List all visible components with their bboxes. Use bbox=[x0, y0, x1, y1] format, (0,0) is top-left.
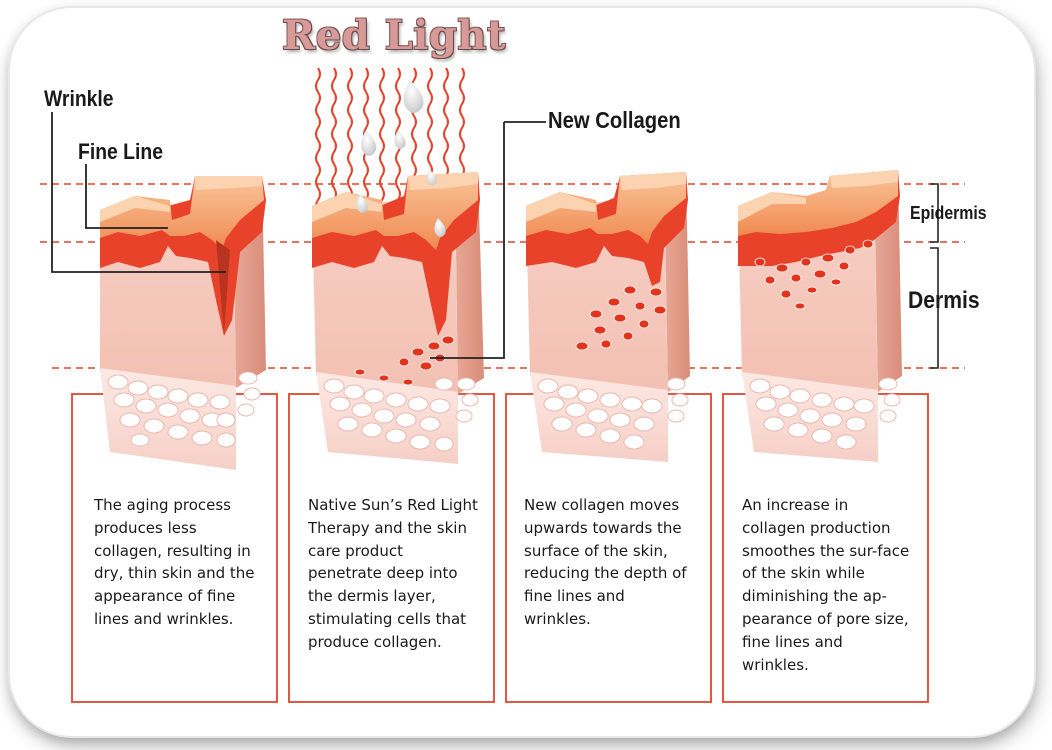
wrinkle-label: Wrinkle bbox=[44, 86, 114, 111]
dermis-bracket bbox=[930, 247, 939, 369]
epidermis-label: Epidermis bbox=[910, 203, 987, 223]
dermis-label: Dermis bbox=[908, 287, 980, 314]
caption-smooth-skin: An increase in collagen production smoot… bbox=[742, 496, 910, 674]
caption-aging: The aging process produces less collagen… bbox=[94, 496, 255, 628]
layer-brackets bbox=[930, 183, 939, 369]
leader-lines bbox=[51, 112, 546, 359]
new-collagen-leader bbox=[430, 121, 546, 359]
new-collagen-label: New Collagen bbox=[548, 107, 681, 133]
red-light-title: Red Light bbox=[282, 12, 506, 59]
skin-block-smooth bbox=[738, 170, 902, 462]
fine-line-label: Fine Line bbox=[78, 139, 163, 164]
skin-block-aging bbox=[100, 176, 266, 470]
skin-block-treatment bbox=[312, 80, 484, 464]
caption-collagen-rising: New collagen moves upwards towards the s… bbox=[524, 496, 687, 628]
epidermis-bracket bbox=[930, 183, 939, 243]
caption-treatment: Native Sun’s Red Light Therapy and the s… bbox=[308, 496, 478, 651]
skin-block-collagen-rising bbox=[526, 172, 690, 462]
product-droplets bbox=[356, 80, 446, 237]
wrinkle-leader bbox=[51, 112, 226, 273]
fine-line-leader bbox=[85, 164, 168, 229]
